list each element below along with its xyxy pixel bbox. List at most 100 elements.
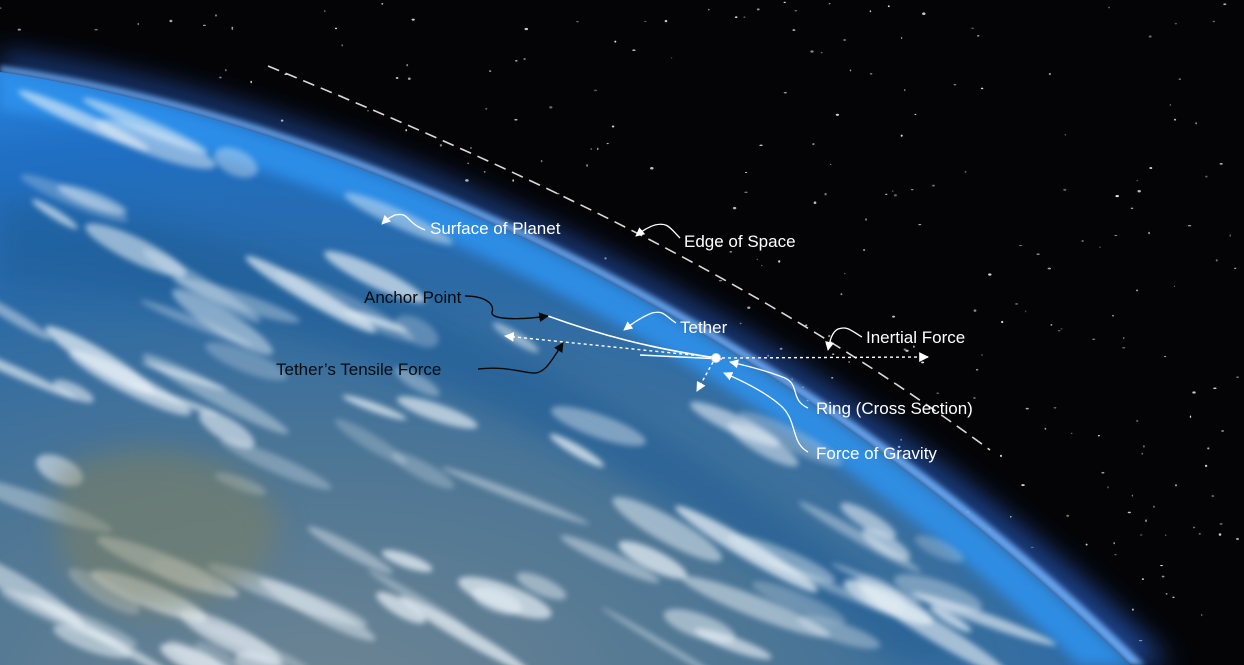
star [1131, 608, 1134, 611]
label-surface-of-planet: Surface of Planet [430, 219, 561, 238]
star [973, 309, 977, 312]
gravity-leader [723, 372, 809, 453]
star [1223, 3, 1227, 5]
star [729, 251, 733, 253]
star [831, 353, 835, 356]
star [1001, 320, 1004, 324]
star [865, 218, 867, 221]
cloud-streak [125, 382, 220, 416]
star [759, 144, 763, 147]
star [1173, 285, 1176, 287]
star [576, 21, 579, 23]
star [483, 171, 486, 173]
star [1057, 330, 1061, 332]
star [862, 249, 866, 251]
tensile-force-arrow [504, 332, 713, 358]
cloud-streak [797, 615, 881, 649]
star [1000, 454, 1002, 458]
label-force-of-gravity: Force of Gravity [816, 444, 937, 463]
star [1021, 484, 1025, 487]
star [1036, 253, 1040, 255]
star [670, 57, 673, 59]
cloud-streak [142, 354, 289, 434]
star [1211, 495, 1215, 497]
star [843, 38, 846, 42]
star [202, 24, 206, 26]
star [953, 84, 957, 86]
star [756, 258, 759, 260]
star [1165, 593, 1168, 595]
star [1163, 356, 1167, 358]
cloud-streak [381, 549, 433, 572]
cloud-streak [95, 119, 216, 169]
cloud-streak [324, 250, 426, 303]
cloud-streak [612, 496, 722, 562]
star [1172, 596, 1175, 599]
surface-leader [381, 213, 426, 231]
anchor-leader [464, 295, 549, 323]
cloud-streak [399, 596, 530, 665]
cloud-streak [178, 609, 282, 665]
star [341, 44, 343, 47]
cloud-streak [727, 422, 799, 467]
star [1018, 244, 1023, 247]
cloud-streak [560, 535, 660, 583]
star [469, 147, 473, 149]
star [1081, 240, 1084, 242]
star [1092, 338, 1096, 341]
star [1136, 180, 1138, 182]
star [94, 29, 98, 31]
star [590, 148, 593, 150]
star [1215, 259, 1218, 262]
star [1010, 515, 1012, 518]
star [650, 166, 654, 170]
star [593, 89, 598, 92]
star [1015, 302, 1019, 305]
star [367, 110, 369, 112]
star [778, 260, 781, 263]
star [597, 147, 599, 151]
star [606, 143, 609, 145]
cloud-streak [376, 591, 426, 624]
star [718, 244, 721, 247]
starfield [0, 1, 1240, 642]
star [1144, 519, 1148, 522]
star [885, 193, 888, 195]
star [1113, 542, 1116, 545]
star [1169, 104, 1171, 106]
cloud-streak [727, 534, 836, 583]
star [1137, 190, 1141, 193]
inertial-force-arrow [721, 352, 929, 362]
star [17, 28, 21, 31]
inertial-leader [825, 327, 863, 351]
star [137, 22, 140, 26]
star [250, 80, 253, 84]
cloud-streak [342, 395, 407, 420]
star [1053, 407, 1057, 409]
label-ring-cross-section: Ring (Cross Section) [816, 399, 973, 418]
star [849, 69, 852, 72]
star [395, 77, 399, 79]
star [805, 324, 808, 327]
cloud-streak [53, 379, 94, 403]
star [1213, 387, 1217, 390]
cloud-streak [171, 289, 274, 355]
star [820, 51, 823, 54]
star [1164, 534, 1167, 536]
star [467, 162, 470, 164]
star [973, 397, 976, 399]
star [0, 7, 2, 9]
star [1108, 6, 1110, 9]
star [1221, 430, 1224, 432]
star [1212, 20, 1215, 23]
star [831, 377, 834, 379]
star [905, 349, 909, 352]
star [1195, 122, 1197, 125]
star [971, 27, 975, 29]
cloud-streak [394, 367, 440, 397]
star [381, 2, 384, 5]
cloud-streak [516, 572, 567, 600]
star [1136, 419, 1139, 422]
star [743, 16, 746, 18]
